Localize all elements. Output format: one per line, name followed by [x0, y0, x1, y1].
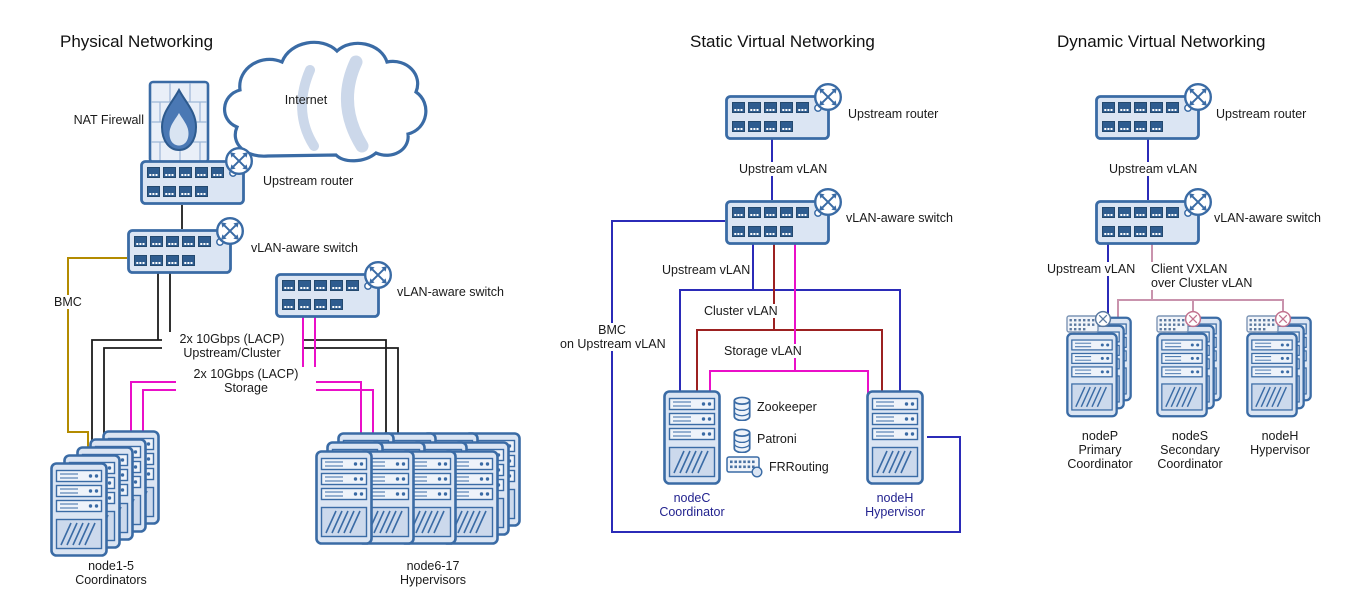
physical-upstream-router-label: Upstream router	[263, 174, 354, 188]
internet-cloud	[222, 40, 428, 163]
lacp-upstream-line2: Upstream/Cluster	[183, 346, 281, 360]
switch-badge-icon	[1183, 187, 1213, 217]
static-vlan-switch	[727, 202, 829, 244]
coordinators-label: node1-5 Coordinators	[50, 559, 172, 587]
static-panel-title: Static Virtual Networking	[690, 32, 875, 51]
physical-vlan-switch-b-label: vLAN-aware switch	[397, 285, 504, 299]
hypervisors-line2: Hypervisors	[400, 573, 466, 587]
nodeh-server	[866, 390, 924, 485]
nodep-line3: Coordinator	[1067, 457, 1133, 471]
lacp-upstream-label: 2x 10Gbps (LACP) Upstream/Cluster	[162, 332, 302, 360]
client-vxlan-line1: Client VXLAN	[1151, 262, 1228, 276]
client-vxlan-label: Client VXLAN over Cluster vLAN	[1149, 262, 1255, 290]
dynamic-vlan-switch	[1097, 202, 1199, 244]
nodec-line2: Coordinator	[659, 505, 725, 519]
cluster-vlan-label: Cluster vLAN	[702, 304, 780, 318]
nat-firewall-icon	[148, 80, 210, 164]
nodes-line1: nodeS	[1171, 429, 1209, 443]
static-nodeh-label: nodeH Hypervisor	[849, 491, 941, 519]
lacp-upstream-line1: 2x 10Gbps (LACP)	[179, 332, 285, 346]
static-nodeh-line1: nodeH	[876, 491, 914, 505]
static-vlan-switch-label: vLAN-aware switch	[846, 211, 953, 225]
nodec-server	[663, 390, 721, 485]
physical-vlan-switch-a-label: vLAN-aware switch	[251, 241, 358, 255]
patroni-database-icon	[733, 428, 751, 453]
static-bmc-label: BMC on Upstream vLAN	[558, 323, 666, 351]
router-badge-icon	[224, 146, 254, 176]
zookeeper-database-icon	[733, 396, 751, 421]
nodep-line2: Primary	[1078, 443, 1122, 457]
coordinators-line2: Coordinators	[75, 573, 147, 587]
patroni-label: Patroni	[757, 432, 797, 446]
static-upstream-router-switch	[727, 97, 829, 139]
static-bmc-line2: on Upstream vLAN	[560, 337, 666, 351]
static-bmc-line	[611, 220, 961, 533]
static-upstream-router-label: Upstream router	[848, 107, 939, 121]
lacp-storage-line1: 2x 10Gbps (LACP)	[193, 367, 299, 381]
coordinators-line1: node1-5	[88, 559, 134, 573]
physical-vlan-switch-upstream	[129, 231, 231, 273]
frrouting-label: FRRouting	[769, 460, 829, 474]
hypervisors-label: node6-17 Hypervisors	[372, 559, 494, 587]
nodes-line2: Secondary	[1160, 443, 1220, 457]
storage-vlan-label: Storage vLAN	[722, 344, 804, 358]
physical-bmc-line	[67, 257, 127, 452]
router-badge-icon	[814, 82, 842, 112]
dynamic-panel-title: Dynamic Virtual Networking	[1057, 32, 1266, 51]
nat-firewall-label: NAT Firewall	[73, 113, 144, 127]
dynamic-upstream-router-switch	[1097, 97, 1199, 139]
switch-badge-icon	[215, 216, 245, 246]
dynamic-upstream-vlan-link-label: Upstream vLAN	[1107, 162, 1200, 176]
client-vxlan-line2: over Cluster vLAN	[1151, 276, 1253, 290]
dynamic-vlan-switch-label: vLAN-aware switch	[1214, 211, 1321, 225]
nodes-label: nodeS Secondary Coordinator	[1144, 429, 1236, 471]
dynamic-nodeh-line2: Hypervisor	[1250, 443, 1310, 457]
dynamic-nodeh-label: nodeH Hypervisor	[1234, 429, 1326, 457]
bmc-label: BMC	[52, 295, 84, 309]
static-bmc-line1: BMC	[598, 323, 626, 337]
router-badge-icon	[1183, 82, 1213, 112]
nodep-line1: nodeP	[1081, 429, 1119, 443]
zookeeper-label: Zookeeper	[757, 400, 817, 414]
nodec-line1: nodeC	[673, 491, 711, 505]
hypervisors-line1: node6-17	[406, 559, 460, 573]
static-upstream-vlan-label: Upstream vLAN	[660, 263, 753, 277]
nodes-line3: Coordinator	[1157, 457, 1223, 471]
dynamic-nodeh-line1: nodeH	[1261, 429, 1299, 443]
nodep-label: nodeP Primary Coordinator	[1054, 429, 1146, 471]
lacp-storage-line2: Storage	[224, 381, 268, 395]
hypervisor-server-stack	[315, 432, 521, 545]
coordinator-server-stack	[50, 430, 160, 557]
switch-badge-icon	[364, 261, 392, 289]
static-nodeh-line2: Hypervisor	[865, 505, 925, 519]
frrouting-icon	[726, 456, 763, 478]
static-upstream-vlan-link-label: Upstream vLAN	[737, 162, 830, 176]
nodec-label: nodeC Coordinator	[646, 491, 738, 519]
dynamic-upstream-vlan-label: Upstream vLAN	[1045, 262, 1138, 276]
dynamic-upstream-router-label: Upstream router	[1216, 107, 1307, 121]
physical-vlan-switch-storage	[277, 275, 379, 317]
internet-label: Internet	[284, 93, 328, 107]
physical-panel-title: Physical Networking	[60, 32, 214, 51]
switch-badge-icon	[814, 187, 842, 217]
lacp-storage-label: 2x 10Gbps (LACP) Storage	[176, 367, 316, 395]
